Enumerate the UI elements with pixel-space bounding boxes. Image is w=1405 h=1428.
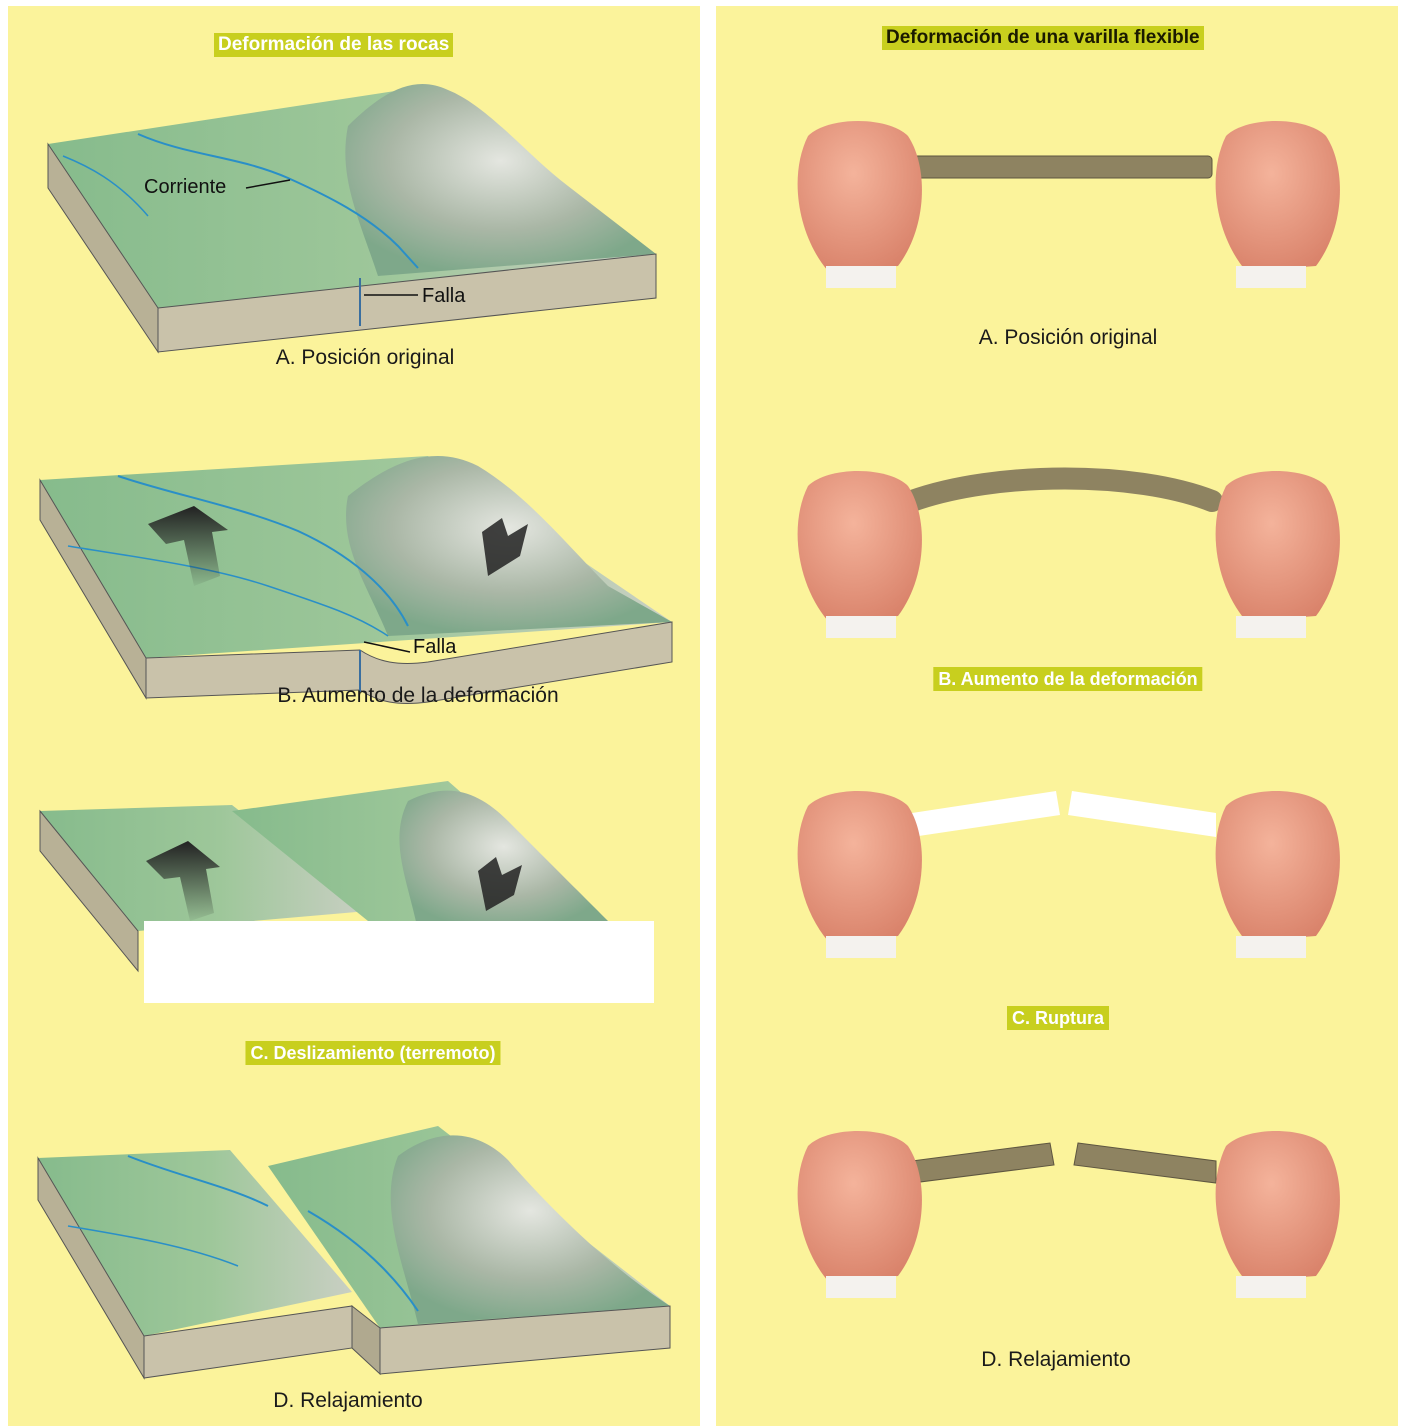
stage-b-caption: B. Aumento de la deformación (277, 684, 558, 708)
rod (912, 479, 1212, 502)
left-fist (798, 471, 922, 638)
rod-increased-strain (716, 461, 1398, 661)
fault-label: Falla (422, 285, 465, 308)
block-diagram-original (8, 6, 700, 366)
rod-stage-d-caption: D. Relajamiento (981, 1348, 1130, 1372)
rod (912, 156, 1212, 178)
right-fist (1216, 1131, 1340, 1298)
left-fist (798, 1131, 922, 1298)
block-diagram-increased-strain (8, 436, 700, 776)
right-fist (1216, 121, 1340, 288)
rod-stage-b-caption: B. Aumento de la deformación (933, 667, 1202, 691)
right-panel-title: Deformación de una varilla flexible (882, 26, 1204, 50)
block-diagram-relaxation (8, 1116, 700, 1426)
block-front-face (144, 921, 654, 1003)
rod-original (716, 116, 1398, 306)
right-fist (1216, 791, 1340, 958)
right-fist (1216, 471, 1340, 638)
left-fist (798, 121, 922, 288)
fault-leader (364, 642, 410, 652)
mountain-range (391, 1135, 670, 1324)
stage-a-caption: A. Posición original (276, 346, 455, 370)
mountain-range (399, 791, 608, 931)
stage-d-caption: D. Relajamiento (273, 1389, 422, 1413)
block-diagram-slip-earthquake (8, 771, 700, 1041)
stage-c-caption: C. Deslizamiento (terremoto) (245, 1041, 500, 1065)
rod-piece-left (912, 791, 1060, 837)
left-fist (798, 791, 922, 958)
rod-piece-right (1074, 1143, 1216, 1183)
fault-label: Falla (413, 636, 456, 659)
stream-label: Corriente (144, 176, 226, 199)
rock-deformation-panel: Deformación de las rocas Corriente Falla… (8, 6, 700, 1426)
mountain-range (345, 84, 656, 276)
rod-rupture (716, 781, 1398, 981)
rod-relaxation (716, 1121, 1398, 1321)
flexible-rod-panel: Deformación de una varilla flexible A. P… (716, 6, 1398, 1426)
rod-piece-right (1068, 791, 1216, 837)
rod-piece-left (912, 1143, 1054, 1183)
rod-stage-a-caption: A. Posición original (979, 326, 1158, 350)
rod-stage-c-caption: C. Ruptura (1007, 1006, 1109, 1030)
